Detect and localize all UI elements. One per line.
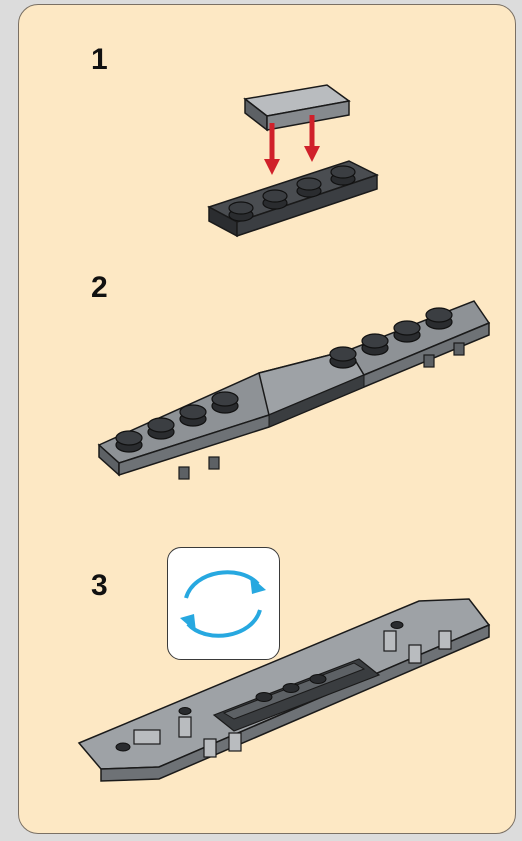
step-3-illustration [19,5,516,834]
instruction-panel: 1 2 [18,4,516,834]
model-underside [79,599,489,781]
